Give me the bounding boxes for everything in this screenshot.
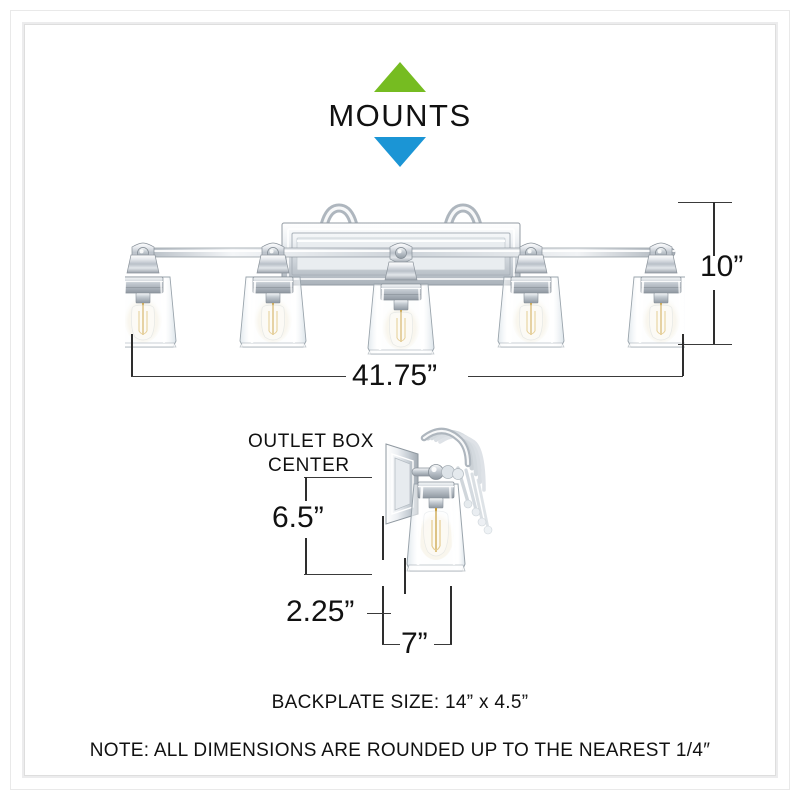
mounts-label: MOUNTS (328, 98, 472, 133)
offset-dim-inner-tick (404, 558, 406, 594)
width-dim-right-ext (682, 334, 684, 376)
outer-frame-border (10, 10, 790, 790)
offset-dim-ext-upper (382, 516, 384, 560)
offset-dim-ext-lower (382, 586, 384, 644)
height-dim-line-upper (713, 202, 715, 256)
triangle-up-icon (374, 62, 426, 92)
height-dim-top-tick (678, 202, 732, 203)
width-dimension-label: 41.75” (352, 359, 438, 392)
width-dim-left-ext (131, 334, 133, 376)
front-view-fixture (125, 196, 685, 356)
offset-dim-leader (367, 613, 391, 614)
height-dim-bottom-tick (678, 344, 732, 345)
backplate-size-text: BACKPLATE SIZE: 14” x 4.5” (271, 692, 529, 713)
height-dim-line-lower (713, 290, 715, 344)
mounts-indicator: MOUNTS (0, 62, 800, 167)
depth-dim-line-right (434, 644, 452, 645)
outlet-height-label: 6.5” (272, 501, 324, 534)
depth-dim-right-ext (450, 586, 452, 644)
light-5 (626, 242, 685, 349)
depth-dim-line-left (382, 644, 400, 645)
outlet-box-label-line1: OUTLET BOX (248, 431, 375, 452)
outlet-dim-line-lower (305, 538, 307, 574)
triangle-down-icon (374, 137, 426, 167)
outlet-dim-line-upper (305, 477, 307, 501)
width-dim-line-right (468, 376, 683, 377)
outlet-dim-bottom-line (304, 574, 372, 575)
outlet-box-label-line2: CENTER (268, 455, 350, 476)
light-1 (125, 242, 178, 349)
dimension-note-text: NOTE: ALL DIMENSIONS ARE ROUNDED UP TO T… (89, 740, 711, 761)
height-dimension-label: 10” (700, 250, 744, 283)
side-view-fixture (372, 424, 502, 596)
outlet-dim-top-line (304, 477, 372, 478)
side-backplate (385, 443, 419, 525)
depth-label: 7” (401, 627, 428, 660)
bottom-offset-label: 2.25” (286, 595, 355, 628)
width-dim-line-left (131, 376, 346, 377)
